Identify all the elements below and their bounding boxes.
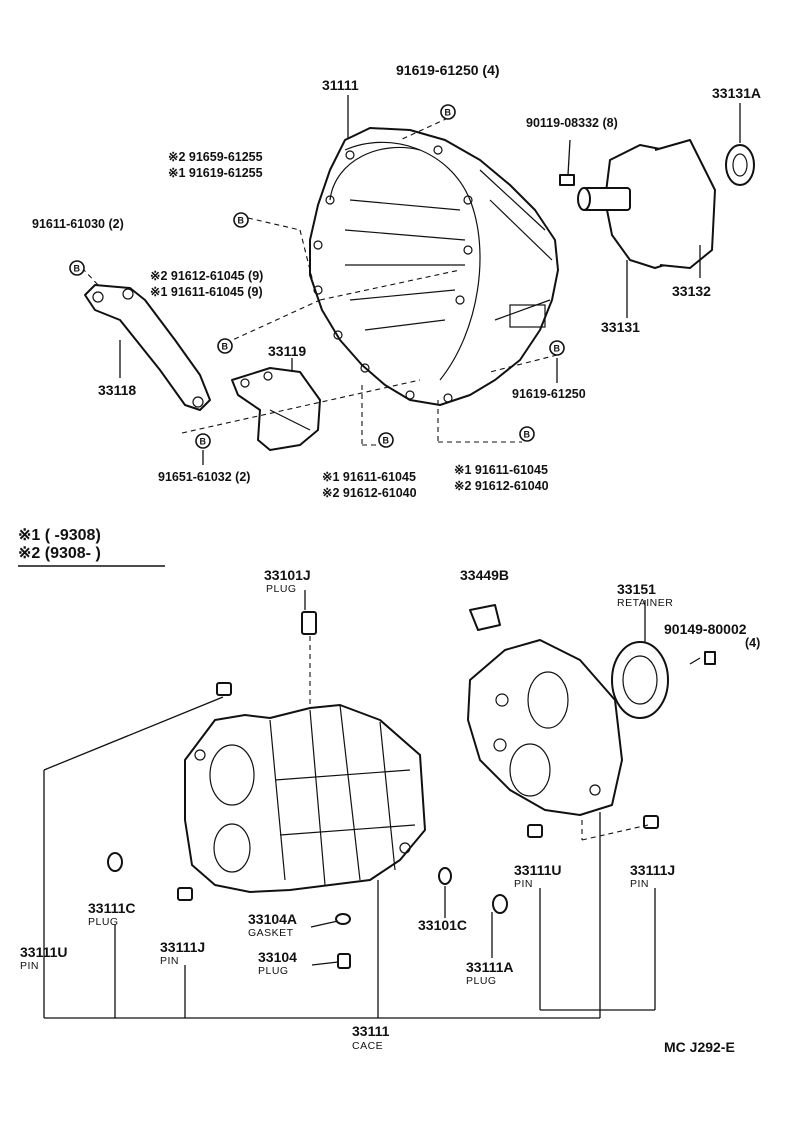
bolt-mark-2: B bbox=[233, 212, 249, 228]
plug-33101J-drawing bbox=[301, 611, 317, 635]
label-33104A: 33104A bbox=[248, 911, 297, 927]
label-33151-sub: RETAINER bbox=[617, 597, 673, 609]
plug-33104-drawing bbox=[337, 953, 351, 969]
label-33111U-right: 33111U bbox=[514, 862, 562, 878]
bolt-mark-8: B bbox=[519, 426, 535, 442]
label-33101C: 33101C bbox=[418, 917, 467, 933]
gasket-33104A-drawing bbox=[335, 913, 351, 925]
svg-text:B: B bbox=[524, 430, 531, 440]
label-c1-91611-61045-a: ※1 91611-61045 bbox=[322, 470, 416, 484]
label-33132: 33132 bbox=[672, 283, 711, 299]
label-33111U-left-sub: PIN bbox=[20, 960, 39, 972]
label-s1-91611-61045-9: ※1 91611-61045 (9) bbox=[150, 285, 263, 299]
diagram-code: MC J292-E bbox=[664, 1039, 735, 1055]
bolt-mark-6: B bbox=[195, 433, 211, 449]
label-33118: 33118 bbox=[98, 382, 136, 398]
plug-33111A-drawing bbox=[492, 894, 508, 914]
label-33151: 33151 bbox=[617, 581, 656, 597]
bolt-mark-1: B bbox=[440, 104, 456, 120]
label-s2-91612-61045-9: ※2 91612-61045 (9) bbox=[150, 269, 263, 283]
label-33111: 33111 bbox=[352, 1023, 390, 1039]
pin-33111U-right-drawing bbox=[527, 824, 543, 838]
label-33111C: 33111C bbox=[88, 900, 136, 916]
sensor-33449B-drawing bbox=[469, 604, 501, 631]
label-c1-91611-61045-b: ※1 91611-61045 bbox=[454, 463, 548, 477]
label-91619-61250-4: 91619-61250 (4) bbox=[396, 62, 500, 78]
label-33101J: 33101J bbox=[264, 567, 311, 583]
pin-33111J-right-drawing bbox=[643, 815, 659, 829]
bolt-mark-4: B bbox=[217, 338, 233, 354]
label-90149-80002: 90149-80002 bbox=[664, 621, 747, 637]
retainer-33151-drawing bbox=[611, 641, 669, 719]
lower-leader-lines bbox=[43, 590, 656, 1019]
label-s2-91659-61255: ※2 91659-61255 bbox=[168, 150, 263, 164]
front-retainer-drawing bbox=[577, 139, 716, 269]
svg-text:B: B bbox=[238, 216, 245, 226]
svg-text:B: B bbox=[383, 436, 390, 446]
pin-33111J-left-drawing bbox=[177, 887, 193, 901]
bolt-mark-7: B bbox=[378, 432, 394, 448]
label-33449B: 33449B bbox=[460, 567, 509, 583]
svg-text:B: B bbox=[74, 264, 81, 274]
label-33104: 33104 bbox=[258, 949, 297, 965]
plug-33111C-drawing bbox=[107, 852, 123, 872]
serial-legend: ※1 ( -9308) ※2 (9308- ) bbox=[18, 527, 165, 567]
bracket-33118-drawing bbox=[84, 284, 211, 411]
bolt-mark-5: B bbox=[549, 340, 565, 356]
bolt-90119-drawing bbox=[559, 139, 575, 186]
label-33111J-right: 33111J bbox=[630, 862, 675, 878]
label-33101J-sub: PLUG bbox=[266, 583, 297, 595]
label-33111A: 33111A bbox=[466, 959, 514, 975]
svg-text:B: B bbox=[222, 342, 229, 352]
label-33111J-left: 33111J bbox=[160, 939, 205, 955]
label-33111U-left: 33111U bbox=[20, 944, 68, 960]
bolt-90149-drawing bbox=[689, 651, 716, 665]
extension-plate-drawing bbox=[467, 639, 623, 816]
label-33111C-sub: PLUG bbox=[88, 916, 119, 928]
label-90119-08332: 90119-08332 (8) bbox=[526, 116, 618, 130]
label-33111-sub: CACE bbox=[352, 1040, 383, 1052]
label-90149-qty: (4) bbox=[745, 636, 760, 650]
label-c2-91612-61040-b: ※2 91612-61040 bbox=[454, 479, 549, 493]
label-31111: 31111 bbox=[322, 77, 359, 93]
label-91619-61250: 91619-61250 bbox=[512, 387, 586, 401]
oil-seal-drawing bbox=[725, 144, 755, 186]
label-c2-91612-61040-a: ※2 91612-61040 bbox=[322, 486, 417, 500]
label-33111J-left-sub: PIN bbox=[160, 955, 179, 967]
clutch-housing-drawing bbox=[309, 127, 559, 406]
label-33119: 33119 bbox=[268, 343, 306, 359]
label-33111J-right-sub: PIN bbox=[630, 878, 649, 890]
upper-leader-lines bbox=[81, 95, 741, 465]
label-33111A-sub: PLUG bbox=[466, 975, 497, 987]
bolt-mark-3: B bbox=[69, 260, 85, 276]
bracket-33119-drawing bbox=[231, 367, 321, 451]
pin-33111U-left-drawing bbox=[216, 682, 232, 696]
label-33131: 33131 bbox=[601, 319, 640, 335]
legend-line-2: ※2 (9308- ) bbox=[18, 545, 101, 562]
label-33111U-right-sub: PIN bbox=[514, 878, 533, 890]
transmission-case-drawing bbox=[184, 704, 426, 893]
legend-line-1: ※1 ( -9308) bbox=[18, 527, 101, 544]
label-33104-sub: PLUG bbox=[258, 965, 289, 977]
label-33104A-sub: GASKET bbox=[248, 927, 294, 939]
plug-33101C-drawing bbox=[438, 867, 452, 885]
label-s1-91619-61255: ※1 91619-61255 bbox=[168, 166, 263, 180]
svg-text:B: B bbox=[554, 344, 561, 354]
label-91651-61032: 91651-61032 (2) bbox=[158, 470, 250, 484]
svg-text:B: B bbox=[200, 437, 207, 447]
label-91611-61030: 91611-61030 (2) bbox=[32, 217, 124, 231]
label-33131A: 33131A bbox=[712, 85, 761, 101]
svg-text:B: B bbox=[445, 108, 452, 118]
